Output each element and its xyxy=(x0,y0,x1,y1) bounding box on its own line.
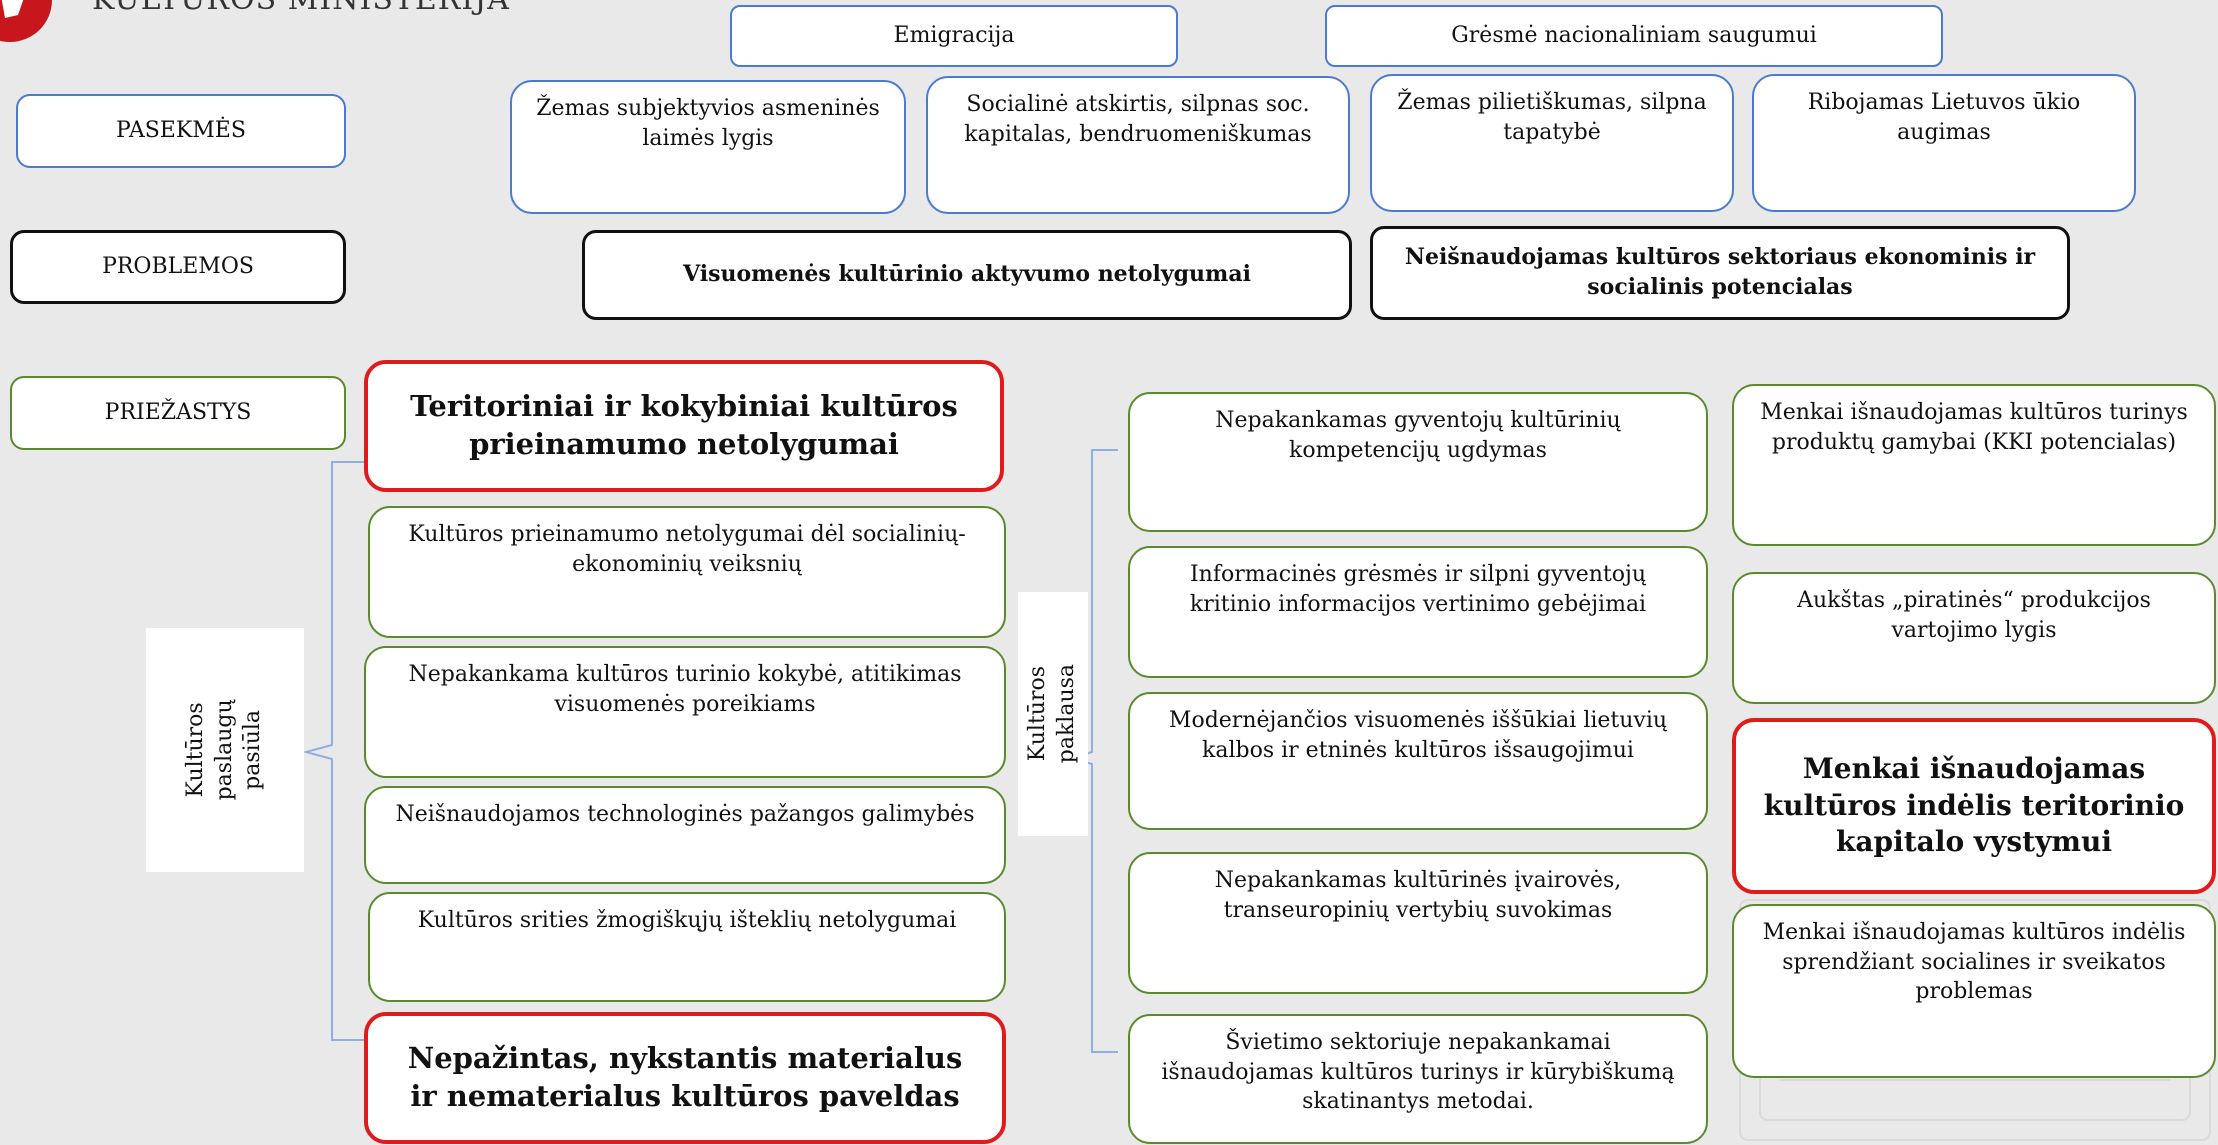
pasiula-item-4: Kultūros srities žmogiškųjų išteklių net… xyxy=(368,892,1006,1002)
pasiula-item-2: Nepakankama kultūros turinio kokybė, ati… xyxy=(364,646,1006,778)
paklausa-side-label: Kultūros paklausa xyxy=(1018,592,1088,836)
pasiula-side-label: Kultūros paslaugų pasiūla xyxy=(146,628,304,872)
problema-box-2: Neišnaudojamas kultūros sektoriaus ekono… xyxy=(1370,226,2070,320)
paklausa-item-2: Informacinės grėsmės ir silpni gyventojų… xyxy=(1128,546,1708,678)
emigracija-box: Emigracija xyxy=(730,5,1178,67)
potencialas-item-1: Menkai išnaudojamas kultūros turinys pro… xyxy=(1732,384,2216,546)
priezastys-label: PRIEŽASTYS xyxy=(10,376,346,450)
pasekme-box-3: Žemas pilietiškumas, silpna tapatybė xyxy=(1370,74,1734,212)
pasekme-box-1: Žemas subjektyvios asmeninės laimės lygi… xyxy=(510,80,906,214)
paklausa-item-5: Švietimo sektoriuje nepakankamai išnaudo… xyxy=(1128,1014,1708,1144)
potencialas-item-2: Aukštas „piratinės“ produkcijos vartojim… xyxy=(1732,572,2216,704)
paklausa-item-3: Modernėjančios visuomenės iššūkiai lietu… xyxy=(1128,692,1708,830)
paklausa-item-4: Nepakankamas kultūrinės įvairovės, trans… xyxy=(1128,852,1708,994)
pasiula-item-3: Neišnaudojamos technologinės pažangos ga… xyxy=(364,786,1006,884)
pasiula-item-1: Kultūros prieinamumo netolygumai dėl soc… xyxy=(368,506,1006,638)
pasekme-box-4: Ribojamas Lietuvos ūkio augimas xyxy=(1752,74,2136,212)
pasekmes-label: PASEKMĖS xyxy=(16,94,346,168)
ministry-name: KULTŪROS MINISTERIJA xyxy=(92,0,510,17)
problemos-label: PROBLEMOS xyxy=(10,230,346,304)
ministry-logo xyxy=(0,0,52,42)
problema-box-1: Visuomenės kultūrinio aktyvumo netolygum… xyxy=(582,230,1352,320)
gresme-box: Grėsmė nacionaliniam saugumui xyxy=(1325,5,1943,67)
pasiula-header-box: Teritoriniai ir kokybiniai kultūros prie… xyxy=(364,360,1004,492)
potencialas-highlight-box: Menkai išnaudojamas kultūros indėlis ter… xyxy=(1732,718,2216,894)
potencialas-item-3: Menkai išnaudojamas kultūros indėlis spr… xyxy=(1732,904,2216,1078)
paklausa-item-1: Nepakankamas gyventojų kultūrinių kompet… xyxy=(1128,392,1708,532)
pasiula-footer-box: Nepažintas, nykstantis materialus ir nem… xyxy=(364,1012,1006,1144)
pasekme-box-2: Socialinė atskirtis, silpnas soc. kapita… xyxy=(926,76,1350,214)
